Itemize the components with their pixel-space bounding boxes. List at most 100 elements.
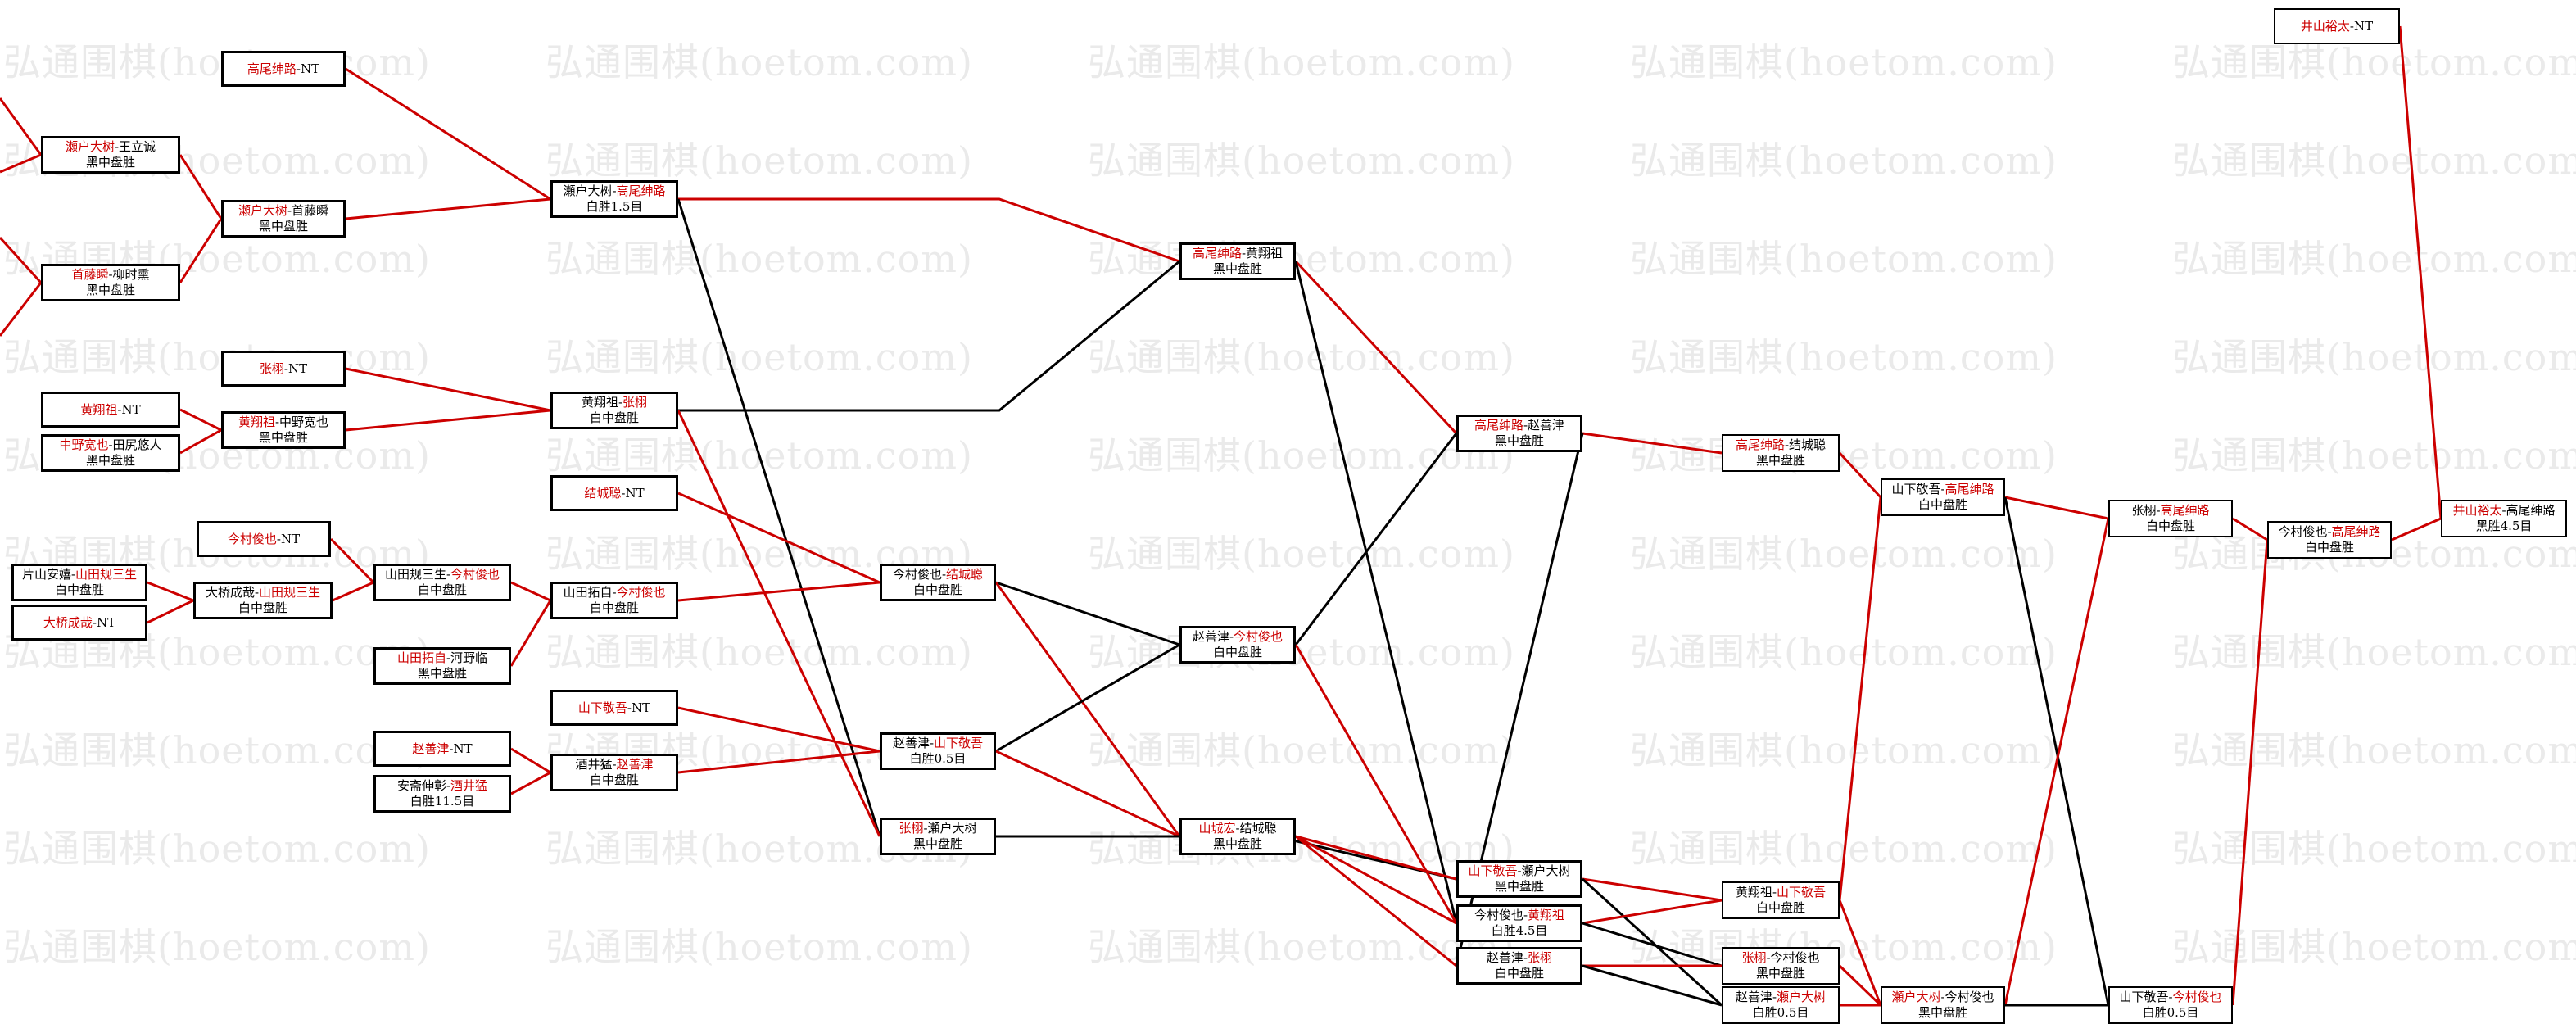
match-box[interactable]: 山下敬吾-高尾绅路白中盘胜 — [1881, 478, 2005, 516]
match-result: 白中盘胜 — [1755, 900, 1805, 915]
versus-dash: - — [612, 585, 617, 600]
player-one: 山下敬吾 — [577, 700, 627, 715]
winner-connector — [1295, 835, 1457, 967]
match-box[interactable]: 赵善津-张栩白中盘胜 — [1456, 947, 1582, 985]
player-one: 山下敬吾 — [2119, 990, 2169, 1004]
match-box[interactable]: 瀬户大树-高尾绅路白胜1.5目 — [550, 180, 678, 218]
match-box[interactable]: 黄翔祖-NT — [41, 392, 180, 428]
watermark-text: 弘通围棋(hoetom.com) — [1088, 237, 1515, 281]
match-players: 中野宽也-田尻悠人 — [59, 437, 161, 453]
player-one: 黄翔祖 — [1735, 885, 1772, 899]
versus-dash: - — [2156, 503, 2161, 518]
match-result: 白胜11.5目 — [410, 794, 475, 809]
player-two: 今村俊也 — [1234, 629, 1283, 644]
match-players: 首藤瞬-柳时熏 — [71, 267, 149, 283]
versus-dash: - — [618, 395, 623, 410]
player-one: 山田规三生 — [384, 567, 446, 582]
versus-dash: - — [449, 741, 454, 756]
match-box[interactable]: 安斋伸彰-酒井猛白胜11.5目 — [373, 775, 511, 813]
player-two: 黄翔祖 — [1246, 246, 1283, 261]
match-box[interactable]: 高尾绅路-黄翔祖黑中盘胜 — [1179, 242, 1296, 280]
match-box[interactable]: 张栩-今村俊也黑中盘胜 — [1722, 947, 1840, 985]
match-box[interactable]: 赵善津-今村俊也白中盘胜 — [1179, 626, 1296, 664]
loser-connector — [1294, 261, 1458, 924]
match-box[interactable]: 首藤瞬-柳时熏黑中盘胜 — [41, 264, 180, 301]
match-box[interactable]: 黄翔祖-张栩白中盘胜 — [550, 392, 678, 429]
player-one: 中野宽也 — [59, 437, 109, 452]
match-box[interactable]: 赵善津-山下敬吾白胜0.5目 — [880, 732, 996, 770]
winner-connector — [345, 409, 551, 432]
winner-connector — [995, 750, 1180, 838]
match-box[interactable]: 张栩-瀬户大树黑中盘胜 — [880, 818, 996, 855]
match-players: 酒井猛-赵善津 — [575, 757, 653, 772]
watermark-text: 弘通围棋(hoetom.com) — [3, 925, 431, 969]
match-box[interactable]: 瀬户大树-首藤瞬黑中盘胜 — [221, 200, 346, 238]
versus-dash: - — [117, 401, 122, 417]
match-box[interactable]: 高尾绅路-NT — [221, 51, 346, 87]
player-two: 结城聪 — [946, 567, 984, 582]
winner-connector — [345, 367, 551, 412]
watermark-text: 弘通围棋(hoetom.com) — [1630, 138, 2058, 183]
match-box[interactable]: 片山安嬉-山田规三生白中盘胜 — [11, 564, 147, 601]
match-box[interactable]: 山城宏-结城聪黑中盘胜 — [1179, 818, 1296, 855]
match-players: 高尾绅路-结城聪 — [1736, 437, 1826, 453]
player-two: 高尾绅路 — [1944, 482, 1994, 496]
match-box[interactable]: 山田规三生-今村俊也白中盘胜 — [373, 564, 511, 601]
match-box[interactable]: 今村俊也-黄翔祖白胜4.5目 — [1456, 904, 1582, 942]
match-result: 白中盘胜 — [912, 582, 962, 597]
match-result: 黑中盘胜 — [258, 430, 308, 445]
match-box[interactable]: 山下敬吾-瀬户大树黑中盘胜 — [1456, 860, 1582, 898]
winner-connector — [179, 428, 222, 455]
match-box[interactable]: 中野宽也-田尻悠人黑中盘胜 — [41, 434, 180, 472]
match-result: 黑中盘胜 — [1212, 261, 1262, 276]
match-box[interactable]: 瀬户大树-王立诚黑中盘胜 — [41, 136, 180, 174]
match-result: 白胜1.5目 — [586, 199, 643, 214]
match-box[interactable]: 酒井猛-赵善津白中盘胜 — [550, 754, 678, 791]
match-box[interactable]: 大桥成哉-山田规三生白中盘胜 — [193, 582, 333, 619]
watermark-text: 弘通围棋(hoetom.com) — [2172, 433, 2576, 478]
match-players: 山下敬吾-瀬户大树 — [1468, 863, 1570, 879]
watermark-text: 弘通围棋(hoetom.com) — [546, 925, 973, 969]
match-players: 山下敬吾-NT — [578, 700, 650, 716]
match-box[interactable]: 张栩-NT — [221, 351, 346, 387]
player-one: 首藤瞬 — [71, 267, 109, 282]
match-box[interactable]: 山田拓自-今村俊也白中盘胜 — [550, 582, 678, 619]
match-box[interactable]: 山下敬吾-今村俊也白胜0.5目 — [2108, 986, 2233, 1024]
winner-connector — [509, 600, 552, 667]
player-one: 今村俊也 — [892, 567, 942, 582]
winner-connector — [345, 67, 551, 201]
match-box[interactable]: 今村俊也-高尾绅路白中盘胜 — [2267, 521, 2392, 559]
match-box[interactable]: 大桥成哉-NT — [11, 605, 147, 641]
player-two: 今村俊也 — [616, 585, 666, 600]
player-one: 黄翔祖 — [238, 415, 275, 429]
match-players: 山田规三生-今村俊也 — [385, 567, 500, 582]
versus-dash: - — [254, 585, 260, 600]
match-box[interactable]: 瀬户大树-今村俊也黑中盘胜 — [1881, 986, 2005, 1024]
match-box[interactable]: 黄翔祖-中野宽也黑中盘胜 — [221, 411, 346, 449]
match-box[interactable]: 今村俊也-NT — [197, 521, 331, 557]
match-box[interactable]: 井山裕太-高尾绅路黑胜4.5目 — [2441, 500, 2567, 537]
match-box[interactable]: 张栩-高尾绅路白中盘胜 — [2108, 500, 2233, 537]
match-box[interactable]: 赵善津-NT — [373, 731, 511, 767]
match-box[interactable]: 山田拓自-河野临黑中盘胜 — [373, 647, 511, 685]
player-one: 黄翔祖 — [80, 401, 118, 417]
winner-connector — [677, 750, 881, 774]
match-box[interactable]: 结城聪-NT — [550, 475, 678, 511]
winner-connector — [2231, 539, 2269, 1006]
player-one: 今村俊也 — [1474, 908, 1523, 922]
match-box[interactable]: 高尾绅路-结城聪黑中盘胜 — [1722, 434, 1840, 472]
player-two: 河野临 — [450, 650, 488, 665]
match-box[interactable]: 黄翔祖-山下敬吾白中盘胜 — [1722, 881, 1840, 919]
versus-dash: - — [446, 778, 451, 793]
match-box[interactable]: 山下敬吾-NT — [550, 690, 678, 726]
winner-connector — [677, 410, 881, 837]
match-box[interactable]: 井山裕太-NT — [2274, 8, 2400, 44]
match-box[interactable]: 高尾绅路-赵善津黑中盘胜 — [1456, 415, 1582, 452]
match-box[interactable]: 赵善津-瀬户大树白胜0.5目 — [1722, 986, 1840, 1024]
player-one: 山下敬吾 — [1468, 863, 1518, 878]
versus-dash: - — [1940, 482, 1945, 496]
player-one: 张栩 — [899, 821, 924, 836]
watermark-text: 弘通围棋(hoetom.com) — [1630, 40, 2058, 84]
watermark-text: 弘通围棋(hoetom.com) — [1088, 433, 1515, 478]
match-box[interactable]: 今村俊也-结城聪白中盘胜 — [880, 564, 996, 601]
